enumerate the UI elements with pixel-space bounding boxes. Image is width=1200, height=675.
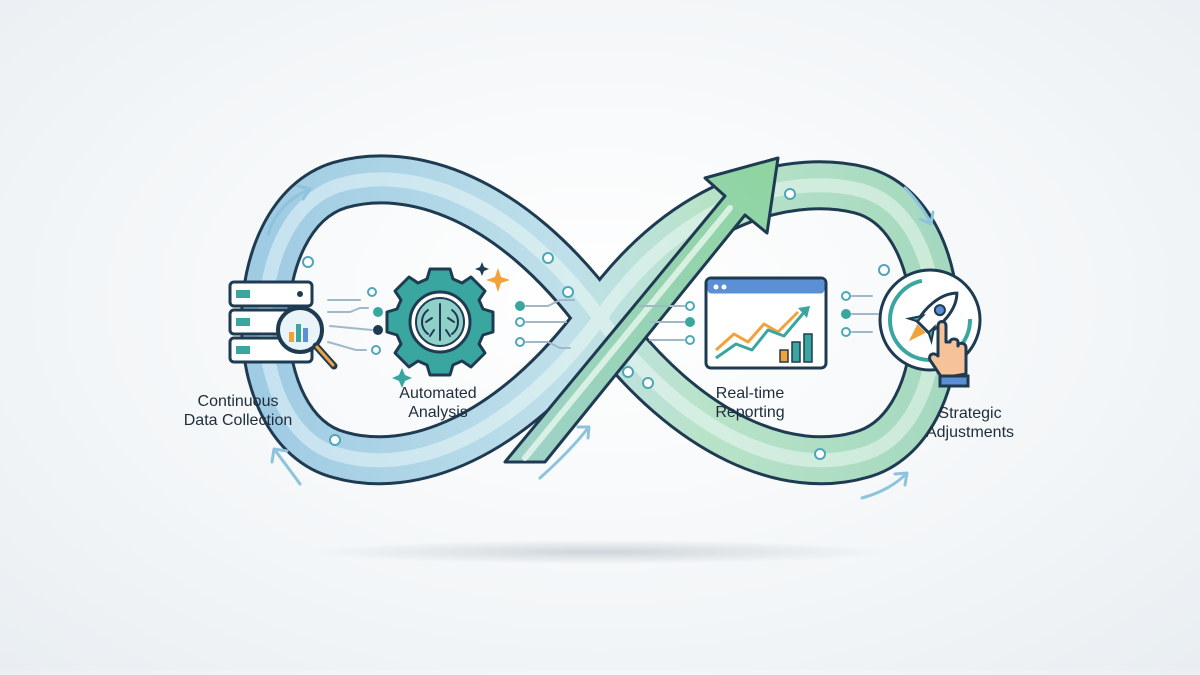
- step-label-line1: Automated: [399, 385, 477, 402]
- step-label-real-time-reporting: Real-time Reporting: [680, 384, 820, 422]
- rocket-hand-icon: [878, 268, 982, 388]
- infinity-band: [240, 154, 960, 486]
- step-label-strategic-adjustments: Strategic Adjustments: [900, 404, 1040, 442]
- ground-shadow: [310, 540, 890, 564]
- crossing-arrow: [503, 156, 780, 464]
- connector-lines-3: [841, 291, 879, 337]
- step-label-continuous-data-collection: Continuous Data Collection: [168, 392, 308, 430]
- step-label-line2: Adjustments: [925, 424, 1015, 441]
- server-magnifier-icon: [228, 280, 338, 370]
- connector-lines-2: [515, 299, 695, 349]
- step-label-line1: Strategic: [938, 405, 1002, 422]
- step-label-line2: Data Collection: [183, 412, 293, 429]
- step-label-line1: Real-time: [715, 385, 785, 402]
- step-label-line2: Reporting: [715, 404, 785, 421]
- chart-window-icon: [704, 276, 828, 370]
- circulation-arrows: [266, 184, 935, 500]
- gear-brain-icon: [385, 267, 495, 377]
- connector-lines-1: [327, 287, 383, 355]
- sparkle-icons: [392, 262, 510, 388]
- step-label-automated-analysis: Automated Analysis: [378, 384, 498, 422]
- step-label-line2: Analysis: [408, 404, 468, 421]
- step-label-line1: Continuous: [197, 393, 279, 410]
- flow-dots: [302, 188, 890, 460]
